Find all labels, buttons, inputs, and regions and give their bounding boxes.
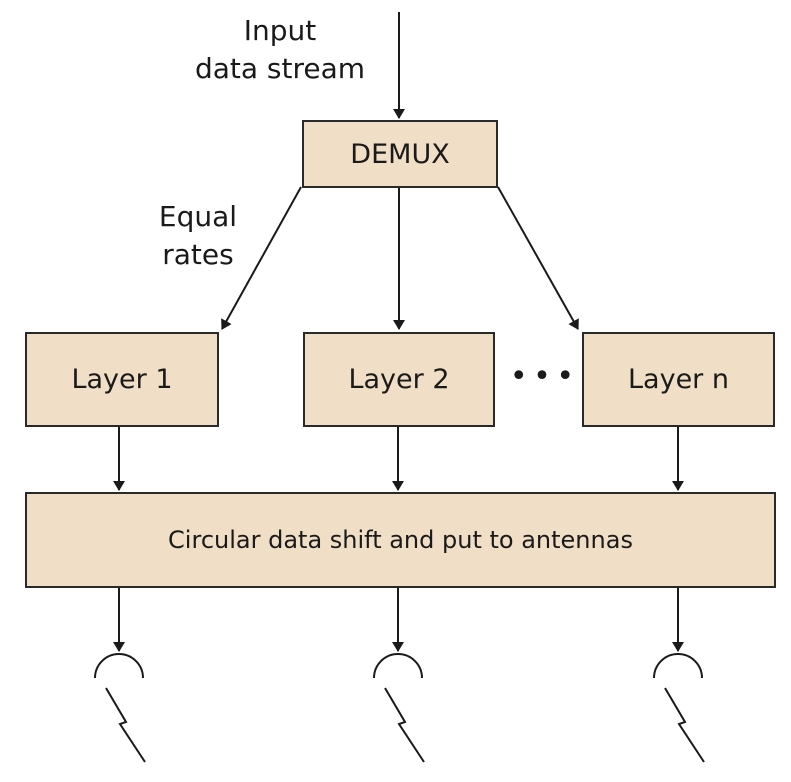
layer-1-box: Layer 1 — [25, 332, 219, 427]
antenna-icon — [94, 653, 146, 763]
circular-shift-label: Circular data shift and put to antennas — [168, 526, 633, 554]
input-label-line-1: Input — [243, 14, 317, 47]
ellipsis-dots: • • • — [509, 359, 574, 394]
antenna-icon — [373, 653, 425, 763]
demux-label: DEMUX — [350, 138, 450, 170]
layer-n-label: Layer n — [628, 364, 729, 395]
layer-n-box: Layer n — [582, 332, 775, 427]
demux-box: DEMUX — [302, 120, 498, 188]
equal-rates-line-1: Equal — [158, 200, 238, 233]
input-label-line-2: data stream — [194, 52, 366, 85]
demux-to-layer-1-arrow — [221, 186, 302, 330]
demux-to-layer-n-arrow — [497, 186, 579, 330]
layer-1-label: Layer 1 — [71, 364, 173, 395]
equal-rates-label: Equal rates — [138, 198, 258, 274]
antenna-icon — [653, 653, 705, 763]
input-label: Input data stream — [180, 12, 380, 88]
layer-2-box: Layer 2 — [303, 332, 495, 427]
circular-shift-box: Circular data shift and put to antennas — [25, 492, 776, 588]
layer-2-label: Layer 2 — [348, 364, 450, 395]
equal-rates-line-2: rates — [162, 238, 234, 271]
